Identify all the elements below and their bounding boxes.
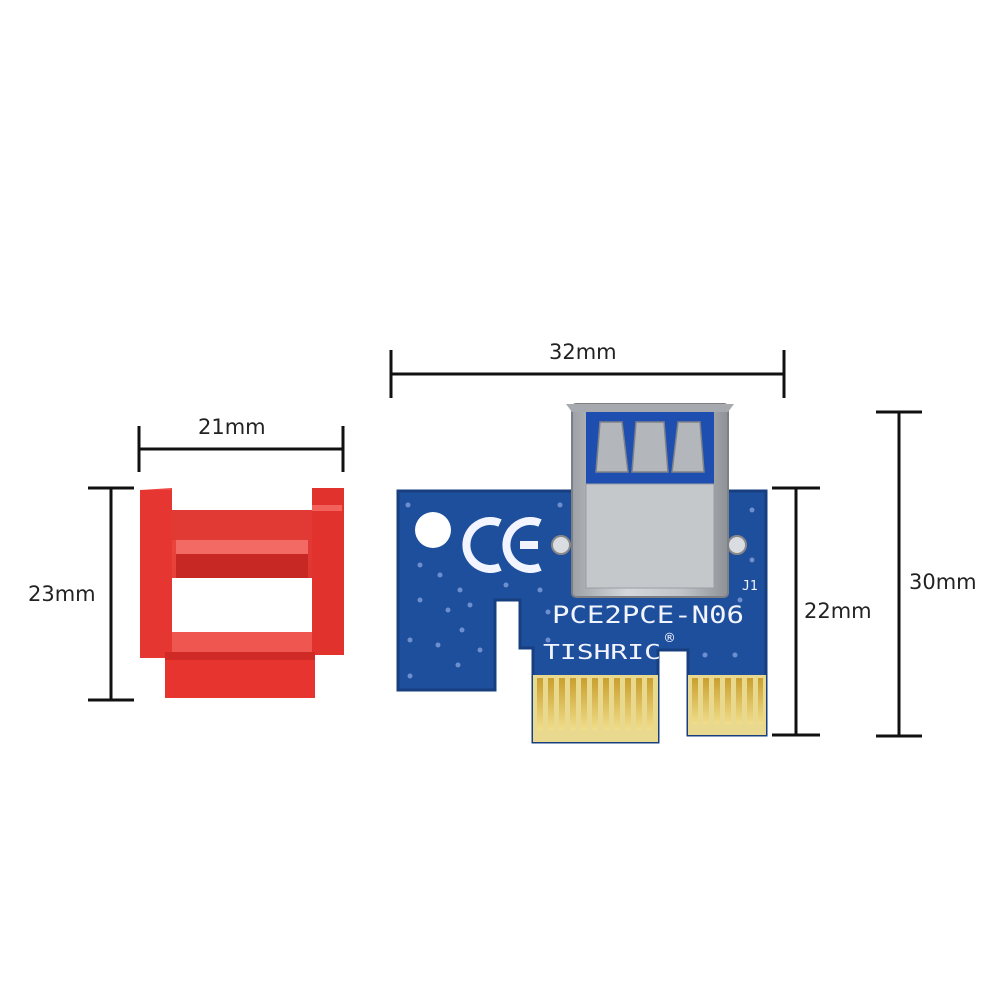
board-width-label: 32mm: [549, 340, 617, 364]
total-height-label: 30mm: [909, 570, 977, 594]
bracket-left-post: [140, 490, 172, 658]
usb-connector: [566, 403, 734, 598]
board-height-label: 22mm: [804, 599, 872, 623]
bracket-top-bar-shadow: [176, 554, 308, 578]
bracket-right-post-edge: [312, 505, 342, 511]
red-bracket: [140, 488, 344, 698]
usb-shell-lower: [585, 483, 715, 589]
bracket-right-post: [312, 488, 344, 655]
bracket-bottom-tab-shade: [165, 652, 315, 660]
solder-pad-right: [727, 535, 747, 555]
gold-fingers-right: [688, 675, 766, 735]
gold-fingers-left: [533, 675, 658, 742]
board-brand-label: TISHRIC: [543, 640, 661, 664]
dimension-labels: 21mm 23mm 32mm 22mm 30mm: [28, 340, 977, 623]
bracket-top-bar: [172, 510, 312, 540]
bracket-window: [172, 578, 312, 632]
riser-board: J1 PCE2PCE-N06 TISHRIC ®: [396, 403, 768, 744]
registered-mark: ®: [665, 629, 675, 647]
solder-pad-left: [551, 535, 571, 555]
usb-shell-flange: [566, 404, 734, 412]
bracket-height-label: 23mm: [28, 582, 96, 606]
bracket-top-bar-highlight: [176, 540, 308, 554]
dimension-lines: [88, 350, 922, 738]
mounting-hole: [415, 512, 451, 548]
connector-ref-label: J1: [742, 579, 758, 594]
bracket-width-label: 21mm: [198, 415, 266, 439]
ce-mark: [462, 517, 542, 573]
pcb-vias: [405, 502, 755, 679]
usb-tongue: [595, 421, 705, 473]
bracket-bottom-bar: [172, 632, 312, 654]
board-model-label: PCE2PCE-N06: [552, 601, 744, 629]
